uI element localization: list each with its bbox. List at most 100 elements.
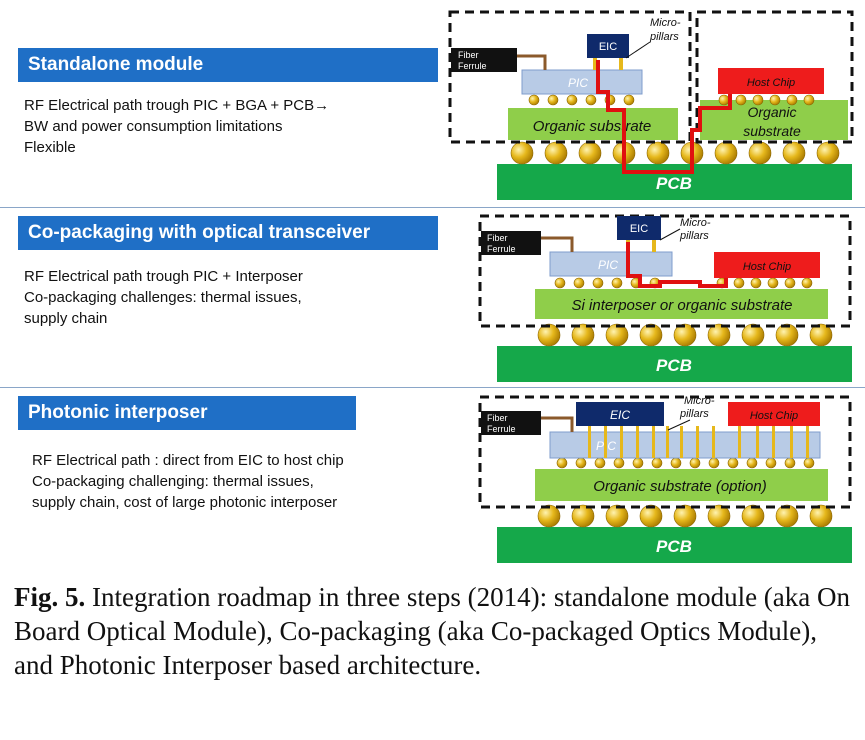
organic-substrate-option-label: Organic substrate (option) [593, 478, 766, 495]
description-line: Co-packaging challenging: thermal issues… [32, 473, 314, 490]
solder-ball [556, 457, 568, 469]
solder-ball [594, 457, 606, 469]
description-line: RF Electrical path trough PIC + Interpos… [24, 268, 303, 285]
package-outline [478, 214, 852, 328]
diagram-copackaging: PCB Si interposer or organic substrate P… [478, 214, 852, 382]
solder-ball [718, 94, 730, 106]
micro-balls [716, 277, 813, 289]
solder-ball [775, 504, 799, 528]
substrate-label: substrate [743, 123, 801, 139]
description-line: BW and power consumption limitations [24, 118, 283, 135]
solder-ball [727, 457, 739, 469]
solder-ball [809, 323, 833, 347]
eic-block [617, 216, 661, 240]
solder-ball [784, 457, 796, 469]
micro-pillars [588, 426, 809, 458]
organic-substrate-label: Organic substrate [533, 118, 651, 135]
fiber-ferrule [481, 411, 541, 435]
micro-pillars-arrow [625, 41, 651, 59]
host-outline [695, 10, 854, 144]
solder-ball [746, 457, 758, 469]
micro-pillar [588, 426, 591, 458]
solder-ball [547, 94, 559, 106]
solder-ball [748, 141, 772, 165]
solder-ball [752, 94, 764, 106]
pcb-block [497, 346, 852, 382]
fiber-label: Fiber [487, 233, 508, 243]
solder-ball [673, 504, 697, 528]
rf-path [626, 242, 728, 288]
host-chip-block [714, 252, 820, 278]
micro-pillar [806, 426, 809, 458]
eic-block [576, 402, 664, 426]
solder-ball [575, 457, 587, 469]
integration-diagram: PCB Organic substrate Organic substrate … [448, 10, 854, 563]
solder-ball [639, 323, 663, 347]
solder-ball [741, 323, 765, 347]
solder-ball [605, 323, 629, 347]
section-description-copackaging: RF Electrical path trough PIC + Interpos… [24, 266, 303, 329]
solder-ball [767, 277, 779, 289]
solder-ball [613, 457, 625, 469]
solder-ball [707, 504, 731, 528]
solder-ball [673, 323, 697, 347]
solder-ball [809, 504, 833, 528]
micro-pillars-label: Micro- [650, 17, 681, 29]
solder-ball [544, 141, 568, 165]
eic-label: EIC [610, 408, 630, 422]
section-title-standalone: Standalone module [18, 48, 438, 82]
section-description-standalone: RF Electrical path trough PIC + BGA + PC… [24, 95, 329, 158]
ferrule-label: Ferrule [487, 244, 516, 254]
solder-ball [670, 457, 682, 469]
solder-ball [639, 504, 663, 528]
figure-caption: Fig. 5. Integration roadmap in three ste… [14, 580, 854, 682]
si-interposer-block [535, 289, 828, 319]
section-description-photonic-interposer: RF Electrical path : direct from EIC to … [32, 450, 344, 513]
micro-pillar [652, 240, 656, 252]
section-divider [0, 387, 865, 388]
micro-pillars-label: Micro- [684, 395, 715, 407]
pcb-label: PCB [656, 537, 692, 556]
micro-pillar [712, 426, 715, 458]
organic-substrate-block [508, 108, 678, 140]
fiber-ferrule [451, 48, 517, 72]
fiber-lead [541, 416, 574, 432]
micro-pillar [652, 426, 655, 458]
fiber-label: Fiber [487, 413, 508, 423]
bga-balls [537, 504, 833, 528]
solder-ball [537, 504, 561, 528]
diagram-photonic-interposer: PCB Organic substrate (option) PIC Fiber… [478, 395, 852, 563]
solder-ball [646, 141, 670, 165]
micro-pillars-label: Micro- [680, 217, 711, 229]
micro-pillar [604, 426, 607, 458]
caption-text: Integration roadmap in three steps (2014… [14, 582, 851, 680]
solder-ball [689, 457, 701, 469]
pcb-block [497, 527, 852, 563]
ferrule-label: Ferrule [458, 61, 487, 71]
solder-ball [510, 141, 534, 165]
pic-label: PIC [568, 76, 588, 90]
micro-pillar [756, 426, 759, 458]
solder-ball [786, 94, 798, 106]
micro-pillar [790, 426, 793, 458]
package-outline [478, 395, 852, 509]
solder-ball [714, 141, 738, 165]
bga-balls [510, 141, 840, 165]
section-title-copackaging: Co-packaging with optical transceiver [18, 216, 438, 250]
micro-pillar [593, 58, 597, 70]
solder-ball [573, 277, 585, 289]
solder-ball [801, 277, 813, 289]
eic-block [587, 34, 629, 58]
solder-ball [566, 94, 578, 106]
description-line: Co-packaging challenges: thermal issues, [24, 289, 302, 306]
description-line: Flexible [24, 139, 76, 156]
micro-pillars-label: pillars [679, 230, 709, 242]
micro-balls [528, 94, 635, 106]
micro-pillar [619, 58, 623, 70]
solder-ball [605, 504, 629, 528]
solder-ball [585, 94, 597, 106]
diagram-standalone: PCB Organic substrate Organic substrate … [448, 10, 854, 200]
description-line: RF Electrical path : direct from EIC to … [32, 452, 344, 469]
solder-ball [735, 94, 747, 106]
solder-ball [592, 277, 604, 289]
